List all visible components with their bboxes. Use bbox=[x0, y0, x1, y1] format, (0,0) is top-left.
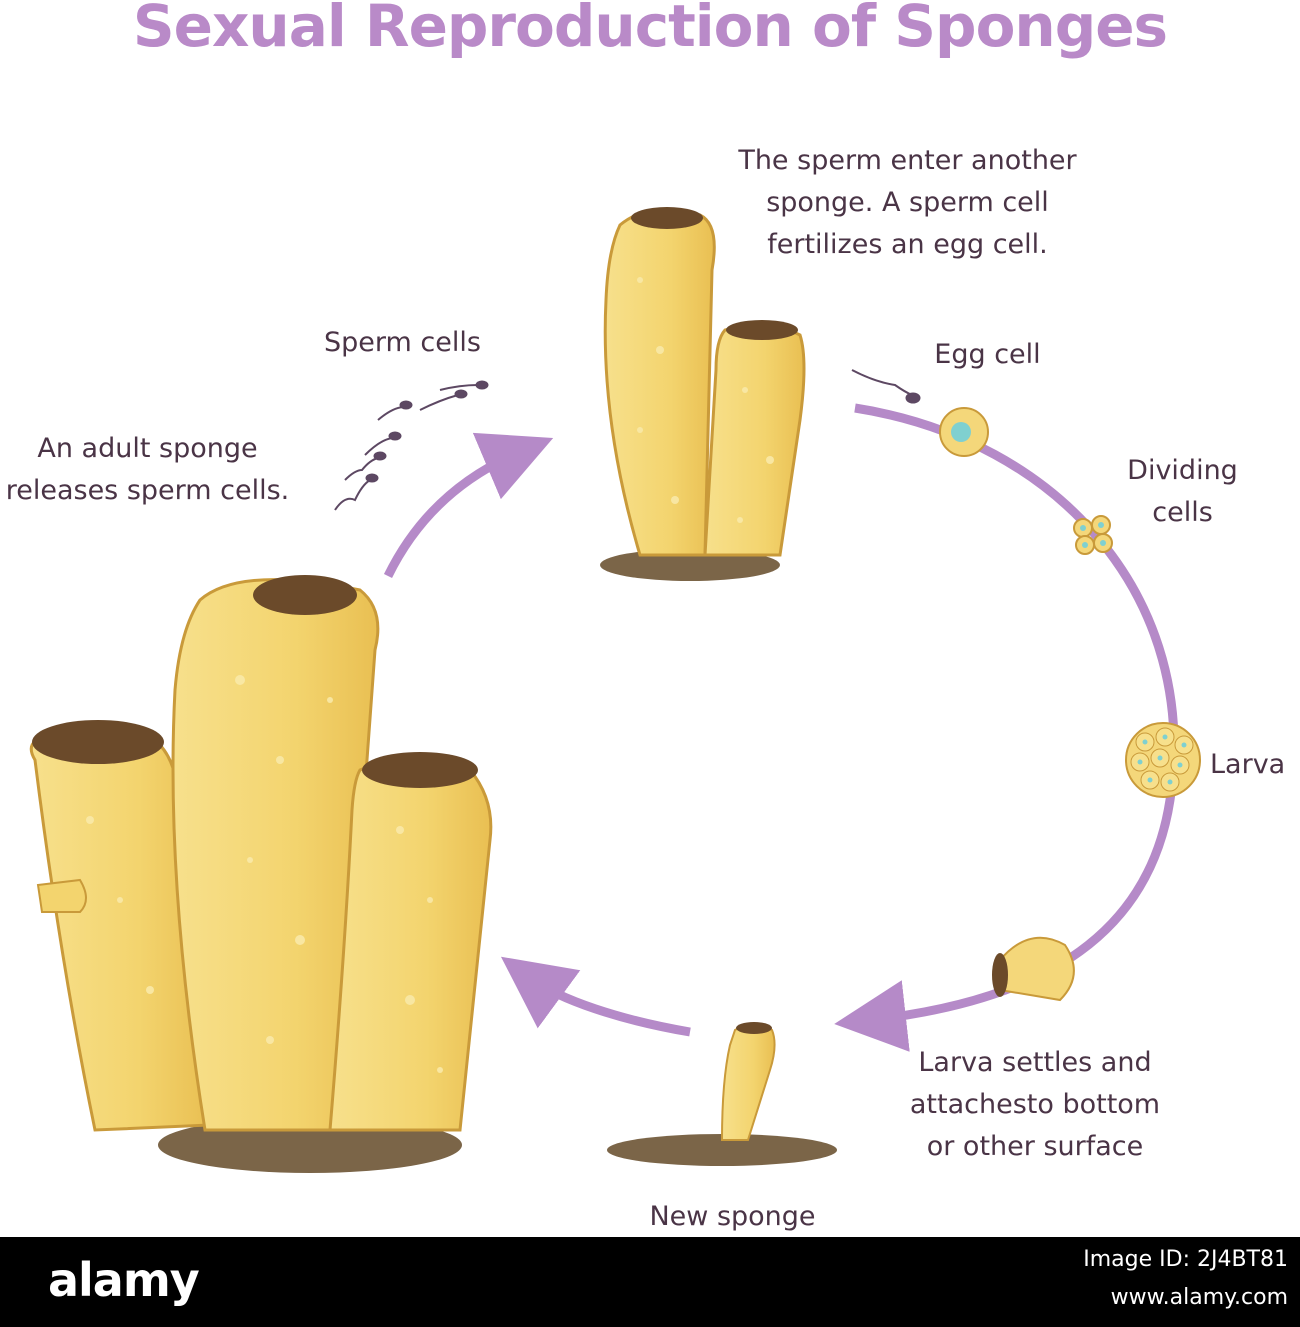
arrow-new-to-adult bbox=[500, 956, 691, 1037]
label-larva-settles: Larva settles and attachesto bottom or o… bbox=[909, 1047, 1161, 1162]
image-id-block: Image ID: 2J4BT81 www.alamy.com bbox=[1083, 1241, 1288, 1317]
diagram-title: Sexual Reproduction of Sponges bbox=[132, 0, 1168, 60]
adult-sponge-illustration bbox=[29, 575, 493, 1173]
sperm-cells-illustration bbox=[334, 369, 921, 511]
footer-bar: alamy Image ID: 2J4BT81 www.alamy.com bbox=[0, 1237, 1300, 1327]
label-adult-release: An adult sponge releases sperm cells. bbox=[5, 433, 290, 506]
label-sperm-cells: Sperm cells bbox=[324, 327, 481, 358]
sponge-reproduction-diagram: Sexual Reproduction of Sponges bbox=[5, 0, 1286, 1232]
label-larva: Larva bbox=[1210, 749, 1286, 780]
second-sponge-illustration bbox=[600, 207, 806, 581]
egg-cell-illustration bbox=[939, 407, 989, 457]
label-egg-cell: Egg cell bbox=[934, 339, 1041, 370]
label-dividing-cells: Dividing cells bbox=[1127, 455, 1238, 528]
label-sperm-enter: The sperm enter another sponge. A sperm … bbox=[738, 145, 1077, 260]
dividing-cells-illustration bbox=[1073, 515, 1113, 555]
new-sponge-illustration bbox=[607, 1022, 837, 1166]
brand-logo: alamy bbox=[48, 1253, 200, 1307]
settled-larva-illustration bbox=[992, 936, 1075, 1002]
site-url: www.alamy.com bbox=[1110, 1285, 1288, 1310]
larva-illustration bbox=[1125, 722, 1201, 798]
arrow-adult-to-sperm bbox=[383, 432, 554, 578]
label-new-sponge: New sponge bbox=[649, 1201, 816, 1232]
diagram-artwork bbox=[29, 207, 1201, 1173]
new-sponge-substrate-mound bbox=[607, 1134, 837, 1166]
second-substrate-mound bbox=[600, 549, 780, 581]
image-id-text: Image ID: 2J4BT81 bbox=[1083, 1247, 1288, 1272]
